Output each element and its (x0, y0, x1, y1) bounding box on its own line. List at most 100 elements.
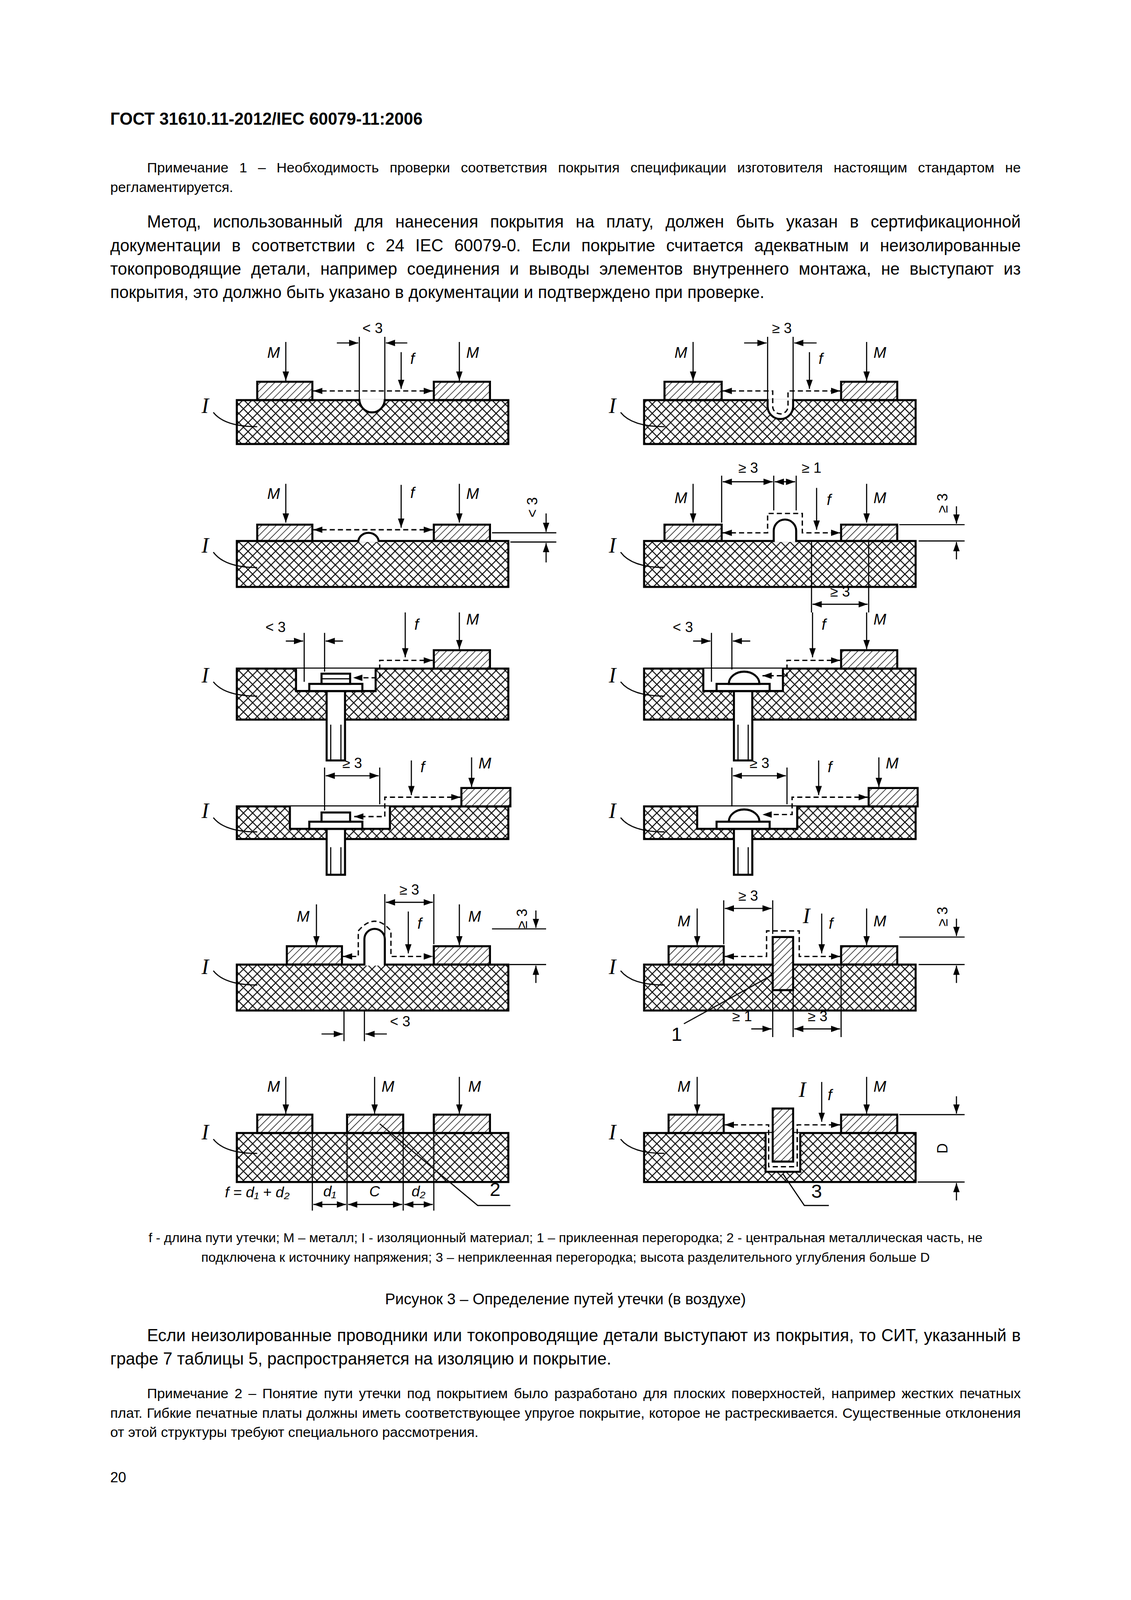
note: Примечание 1 – Необходимость проверки со… (110, 158, 1021, 198)
cavity-outline (733, 690, 753, 761)
figure-legend: f - длина пути утечки; M – металл; I - и… (110, 1229, 1021, 1267)
metal-part (668, 946, 724, 965)
metal-part (772, 937, 794, 991)
drawing-part (767, 398, 794, 420)
drawing-line (374, 1076, 376, 1114)
cavity-outline (733, 828, 753, 875)
path-letter: f (818, 350, 823, 368)
drawing-line (724, 907, 772, 909)
creepage-path (313, 529, 434, 531)
material-letter: M (267, 1078, 280, 1096)
drawing-line (321, 678, 350, 680)
material-letter: M (873, 611, 887, 628)
cavity-outline (309, 683, 363, 691)
material-letter: I (201, 955, 209, 980)
drawing-line (458, 904, 460, 946)
cavity-outline (326, 828, 345, 875)
path-letter: f (828, 915, 833, 932)
material-letter: M (478, 754, 491, 772)
path-letter: f (414, 616, 419, 634)
dimension: ≥ 3 (935, 906, 952, 927)
insulation-board (644, 806, 916, 840)
drawing-line (723, 900, 773, 945)
dimension: ≥ 3 (935, 493, 952, 513)
drawing-line (811, 612, 813, 658)
material-letter: M (674, 344, 688, 362)
drawing-line (620, 970, 665, 986)
drawing-line (620, 1138, 665, 1154)
drawing-line (774, 481, 796, 483)
drawing-line (809, 352, 811, 390)
cavity-outline (716, 683, 770, 691)
dimension: ≥ 3 (738, 888, 758, 905)
callout-number: 1 (671, 1024, 683, 1046)
drawing-line (410, 760, 412, 796)
drawing-line (213, 970, 258, 986)
metal-part (840, 381, 897, 400)
dimension: ≥ 1 (801, 460, 822, 477)
callout-number: 2 (489, 1179, 501, 1202)
dimension: ≥ 3 (738, 460, 758, 477)
page-header: ГОСТ 31610.11-2012/IEC 60079-11:2006 (110, 109, 423, 129)
drawing-line (343, 1010, 365, 1042)
drawing-line (330, 847, 342, 875)
path-letter: f (420, 759, 425, 776)
material-letter: M (873, 1078, 887, 1096)
drawing-line (955, 506, 957, 524)
path-letter: f (821, 616, 826, 634)
material-letter: I (201, 534, 209, 558)
drawing-line (213, 1138, 258, 1154)
cavity-outline (728, 809, 760, 822)
material-letter: I (608, 663, 616, 688)
dimension: ≥ 3 (772, 320, 792, 337)
drawing-part (358, 533, 379, 543)
drawing-line (407, 911, 409, 954)
metal-part (433, 381, 491, 400)
material-letter: M (677, 913, 690, 931)
drawing-line (955, 918, 957, 937)
drawing-line (535, 965, 537, 983)
drawing-line (315, 904, 317, 946)
insulation-board (236, 806, 509, 840)
drawing-line (821, 913, 823, 954)
drawing-line (955, 1096, 957, 1114)
creepage-path (762, 796, 868, 815)
drawing-line (620, 682, 665, 697)
drawing-line (470, 757, 472, 787)
drawing-part (772, 1108, 794, 1162)
cavity-outline (697, 806, 797, 829)
material-letter: I (608, 799, 616, 824)
insulation-board (644, 540, 916, 587)
path-letter: f (410, 484, 415, 502)
drawing-line (794, 342, 817, 344)
metal-part (433, 650, 491, 669)
path-letter: f (410, 350, 415, 368)
drawing-line (782, 1173, 829, 1206)
drawing-line (213, 412, 258, 427)
drawing-line (811, 541, 869, 613)
material-letter: M (296, 908, 310, 925)
drawing-line (818, 760, 819, 796)
creepage-path (724, 1124, 840, 1167)
creepage-path (724, 931, 840, 957)
drawing-line (285, 1076, 287, 1114)
drawing-line (458, 1076, 460, 1114)
drawing-line (683, 974, 773, 1025)
material-letter: M (873, 913, 887, 931)
drawing-part (620, 336, 916, 444)
drawing-part (213, 336, 509, 444)
drawing-part (213, 612, 509, 761)
drawing-part (620, 1076, 965, 1206)
drawing-line (866, 908, 868, 946)
paragraph: Если неизолированные проводники или токо… (110, 1323, 1021, 1372)
path-letter: f (417, 915, 422, 932)
insulation-board (236, 668, 509, 720)
drawing-line (400, 352, 402, 390)
drawing-line (620, 817, 665, 833)
drawing-part (213, 757, 511, 875)
drawing-line (404, 612, 406, 658)
material-letter: I (201, 663, 209, 688)
drawing-line (711, 633, 733, 683)
formula: C (369, 1184, 380, 1201)
dimension: < 3 (525, 497, 541, 518)
